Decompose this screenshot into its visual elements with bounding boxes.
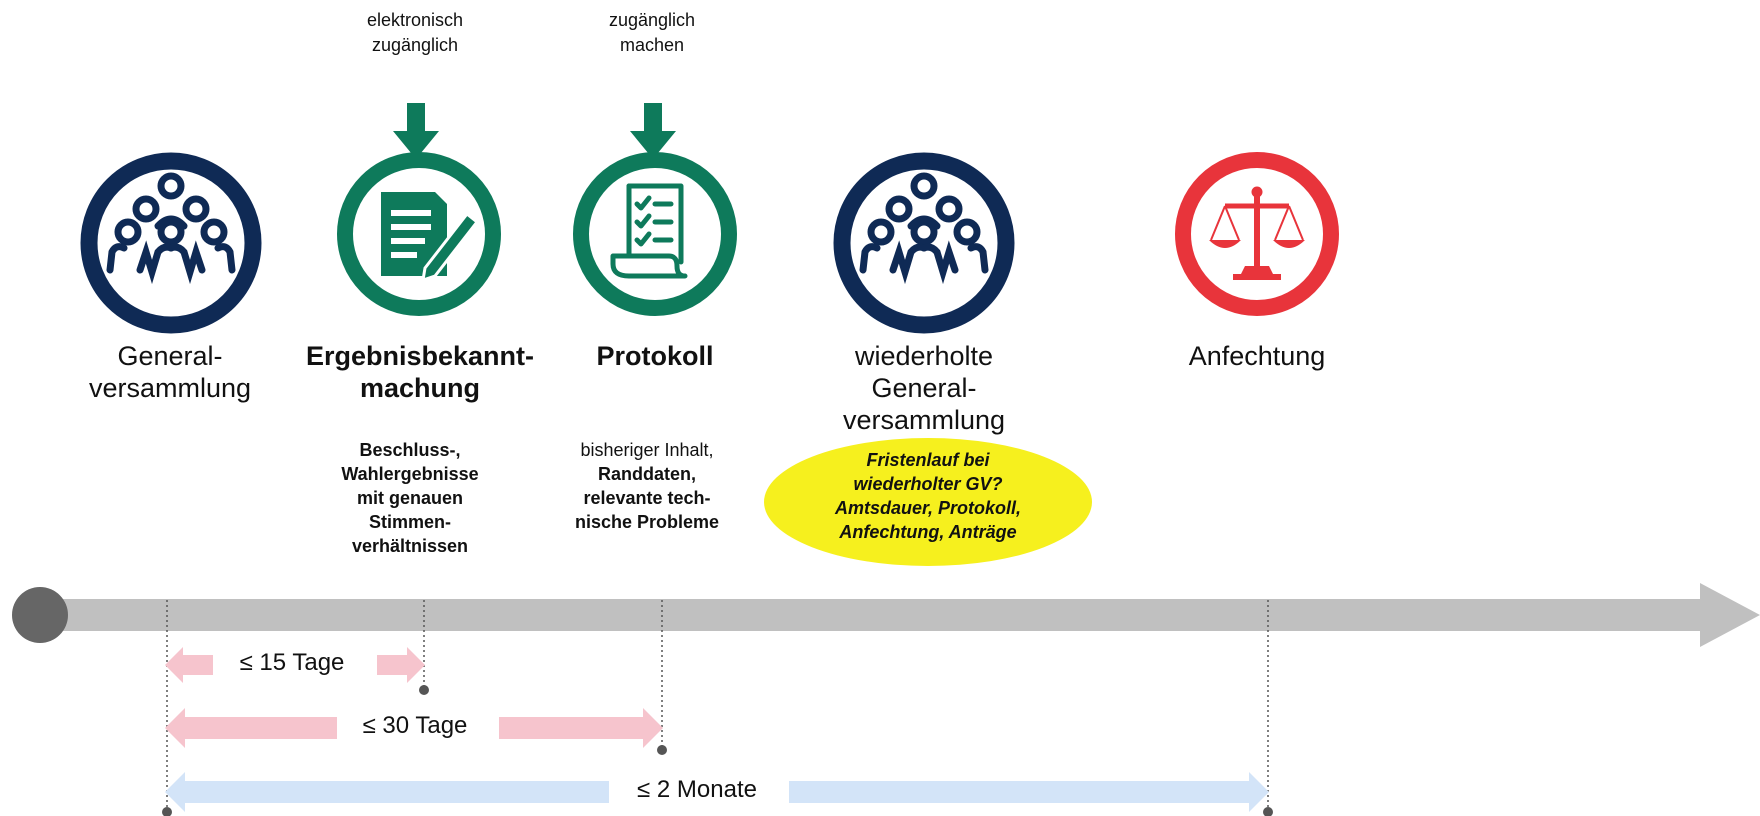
range-arrow-30-tage	[165, 708, 663, 748]
timeline-markers	[162, 600, 1273, 816]
range-arrow-15-tage	[165, 647, 425, 683]
detail-line: Stimmen-	[368, 512, 451, 532]
callout-line: Amtsdauer, Protokoll,	[834, 498, 1022, 518]
stage-label-line: wiederholte	[854, 341, 994, 371]
callout-line: Fristenlauf bei	[866, 450, 990, 470]
down-arrow-icon	[393, 103, 439, 159]
range-label-15-tage: ≤ 15 Tage	[222, 649, 362, 677]
stage-label-protokoll: Protokoll	[555, 340, 755, 372]
note-protokoll-line-2: machen	[619, 35, 685, 55]
stage-label-gv2: wiederholte General- versammlung	[824, 340, 1024, 436]
scales-of-justice-icon	[1175, 152, 1339, 316]
stage-label-line: versammlung	[842, 405, 1006, 435]
callout-text: Fristenlauf bei wiederholter GV? Amtsdau…	[782, 448, 1074, 544]
stage-label-line: machung	[359, 373, 480, 403]
detail-line: nische Probleme	[574, 512, 720, 532]
detail-line: mit genauen	[356, 488, 463, 508]
note-ergebnis: elektronisch zugänglich	[325, 8, 505, 58]
stage-label-line: Protokoll	[596, 341, 714, 371]
checklist-scroll-icon	[573, 152, 737, 316]
stage-label-ergebnis: Ergebnisbekannt- machung	[295, 340, 545, 404]
detail-line: verhältnissen	[351, 536, 469, 556]
detail-line: Wahlergebnisse	[341, 464, 479, 484]
stage-label-line: General-	[117, 341, 223, 371]
callout-line: wiederholter GV?	[853, 474, 1003, 494]
note-protokoll: zugänglich machen	[562, 8, 742, 58]
stage-label-anfechtung: Anfechtung	[1157, 340, 1357, 372]
detail-line: bisheriger Inhalt,	[580, 440, 714, 460]
callout-ellipse	[764, 438, 1092, 566]
detail-line: Randdaten,	[597, 464, 696, 484]
stage-label-line: General-	[871, 373, 977, 403]
ergebnis-details: Beschluss-, Wahlergebnisse mit genauen S…	[310, 438, 510, 558]
callout-line: Anfechtung, Anträge	[839, 522, 1017, 542]
note-ergebnis-line-1: elektronisch	[366, 10, 464, 30]
note-ergebnis-line-2: zugänglich	[371, 35, 459, 55]
document-pen-icon	[337, 152, 501, 316]
range-label-2-monate: ≤ 2 Monate	[617, 776, 777, 804]
range-label-30-tage: ≤ 30 Tage	[345, 712, 485, 740]
range-arrow-2-monate	[165, 772, 1269, 812]
detail-line: Beschluss-,	[359, 440, 461, 460]
stage-label-line: Ergebnisbekannt-	[305, 341, 535, 371]
stage-label-gv1: General- versammlung	[70, 340, 270, 404]
protokoll-details: bisheriger Inhalt, Randdaten, relevante …	[547, 438, 747, 534]
people-group-icon	[833, 152, 1015, 334]
timeline-axis	[12, 583, 1760, 647]
detail-line: relevante tech-	[583, 488, 711, 508]
stage-label-line: versammlung	[88, 373, 252, 403]
note-protokoll-line-1: zugänglich	[608, 10, 696, 30]
stage-label-line: Anfechtung	[1188, 341, 1326, 371]
people-group-icon	[80, 152, 262, 334]
down-arrow-icon	[630, 103, 676, 159]
